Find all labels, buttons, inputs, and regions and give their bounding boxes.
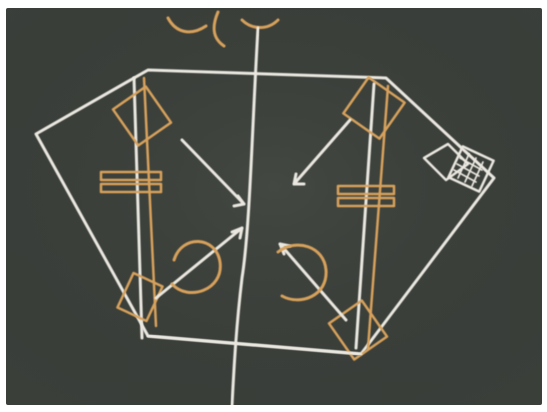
chalk-drawing	[6, 8, 542, 405]
chalkboard	[6, 8, 542, 405]
